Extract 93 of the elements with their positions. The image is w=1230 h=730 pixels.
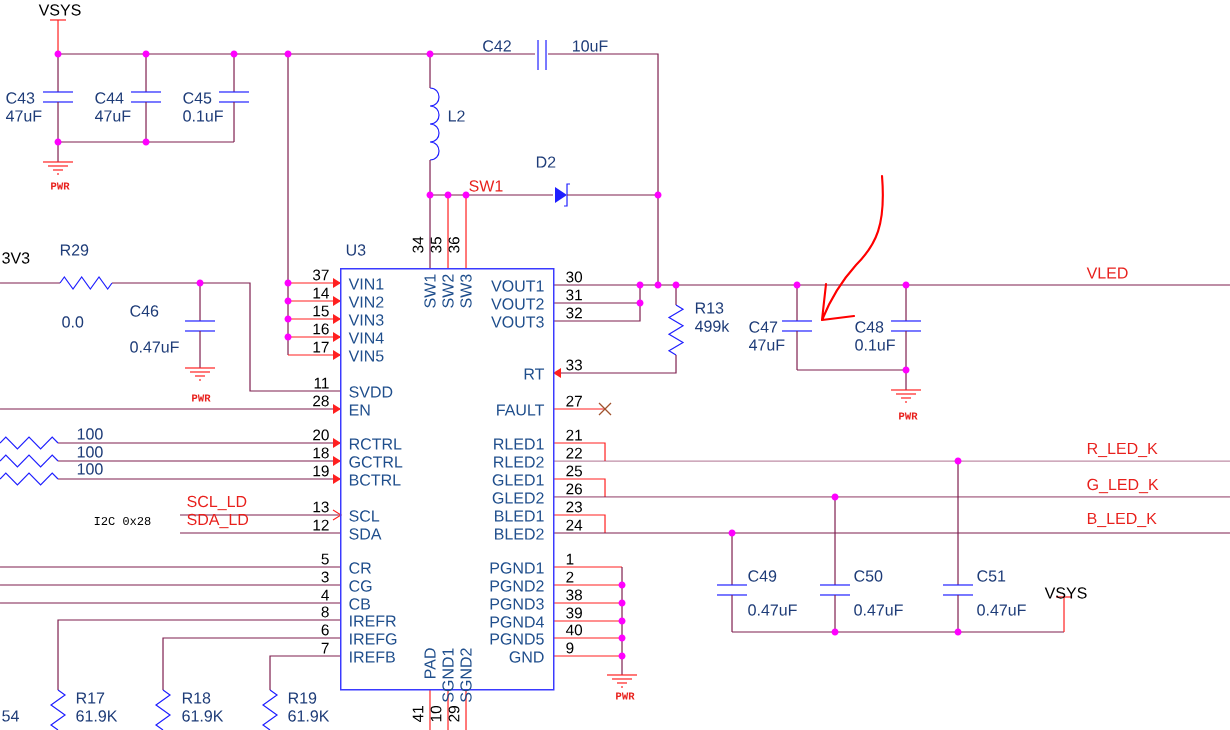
ground-label: PWR <box>51 182 70 190</box>
component-label: 0.47uF <box>130 341 179 353</box>
pin-number: 12 <box>313 519 329 531</box>
pin-number: 10 <box>430 705 442 722</box>
pin-number: 30 <box>566 271 583 283</box>
power-label: 3V3 <box>2 252 30 264</box>
pin-number: 38 <box>566 589 582 601</box>
pin-number: 16 <box>313 323 329 335</box>
net-label: SW1 <box>469 180 503 192</box>
pin-number: 31 <box>566 289 582 301</box>
ground-label: PWR <box>192 394 211 402</box>
pin-number: 13 <box>313 501 329 513</box>
net-label: SCL_LD <box>187 495 247 511</box>
component-label: 10uF <box>573 40 608 52</box>
component-label: C50 <box>854 570 883 582</box>
component-label: 61.9K <box>76 710 118 722</box>
pin-number: 15 <box>313 305 329 317</box>
pin-number: 18 <box>313 447 329 459</box>
pin-number: 8 <box>321 606 329 618</box>
pin-number: 41 <box>412 706 424 723</box>
net-label: SDA_LD <box>187 513 249 529</box>
component-label: 47uF <box>749 339 785 351</box>
pin-number: 9 <box>566 642 574 654</box>
component-label: C45 <box>183 92 212 104</box>
component-label: R17 <box>76 692 105 704</box>
pin-number: 33 <box>566 359 582 371</box>
component-label: 100 <box>77 463 103 475</box>
pin-number: 4 <box>321 589 329 601</box>
pin-number: 11 <box>314 377 329 389</box>
pin-number: 14 <box>313 287 329 299</box>
pin-number: 35 <box>430 237 442 253</box>
net-label: VLED <box>1086 267 1128 279</box>
component-label: 61.9K <box>182 710 224 722</box>
pin-number: 25 <box>566 465 582 477</box>
pin-number: 26 <box>566 483 582 495</box>
address-note: I2C 0x28 <box>94 516 151 526</box>
power-label: VSYS <box>38 4 81 16</box>
pin-number: 27 <box>566 395 582 407</box>
component-label: C44 <box>95 92 124 104</box>
pin-number: 36 <box>448 237 460 253</box>
pin-number: 23 <box>566 501 582 513</box>
net-label: G_LED_K <box>1087 478 1159 494</box>
component-label: 0.47uF <box>854 604 903 616</box>
pin-number: 22 <box>566 447 582 459</box>
component-label: 499k <box>695 320 730 332</box>
pin-number: 6 <box>321 624 329 636</box>
component-label: C47 <box>749 321 778 333</box>
pin-number: 39 <box>566 607 582 619</box>
pin-number: 1 <box>566 553 574 565</box>
pin-number: 17 <box>313 341 329 353</box>
pin-number: 37 <box>312 269 329 281</box>
component-label: R13 <box>695 302 724 314</box>
pin-number: 40 <box>565 624 583 636</box>
component-label: 100 <box>77 446 103 458</box>
component-label: R29 <box>60 244 89 256</box>
component-label: L2 <box>448 110 465 122</box>
component-label: 47uF <box>95 110 131 122</box>
node-label: U3 <box>346 244 366 256</box>
component-label: C51 <box>977 570 1006 582</box>
power-label: VSYS <box>1044 587 1087 599</box>
pin-number: 20 <box>313 429 329 441</box>
ground-label: PWR <box>899 412 918 420</box>
component-label: 61.9K <box>288 710 330 722</box>
component-label: C42 <box>483 40 511 52</box>
component-label: 100 <box>77 428 103 440</box>
component-label: 0.47uF <box>977 604 1026 616</box>
component-label: D2 <box>536 156 556 168</box>
component-label: C49 <box>748 570 777 582</box>
pin-number: 21 <box>566 429 582 441</box>
pin-number: 32 <box>566 307 582 319</box>
component-label: C43 <box>6 92 35 104</box>
pin-number: 19 <box>313 465 329 477</box>
ground-label: PWR <box>616 692 635 700</box>
component-label: 0.47uF <box>748 604 797 616</box>
component-label: R19 <box>288 692 317 704</box>
pin-number: 5 <box>321 553 329 565</box>
component-label: C48 <box>855 321 884 333</box>
component-label: 54 <box>2 710 19 722</box>
component-label: 47uF <box>6 110 42 122</box>
component-label: R18 <box>182 692 211 704</box>
component-label: C46 <box>130 305 159 317</box>
net-label: R_LED_K <box>1087 442 1158 458</box>
pin-number: 24 <box>566 519 583 531</box>
pin-number: 28 <box>313 395 329 407</box>
component-label: 0.0 <box>62 316 84 328</box>
pin-number: 29 <box>448 706 460 722</box>
component-label: 0.1uF <box>855 339 895 351</box>
component-label: 0.1uF <box>183 110 223 122</box>
pin-number: 7 <box>321 642 329 654</box>
pin-number: 3 <box>321 571 329 583</box>
pin-number: 2 <box>566 571 574 583</box>
pin-number: 34 <box>412 236 424 253</box>
net-label: B_LED_K <box>1087 512 1157 528</box>
